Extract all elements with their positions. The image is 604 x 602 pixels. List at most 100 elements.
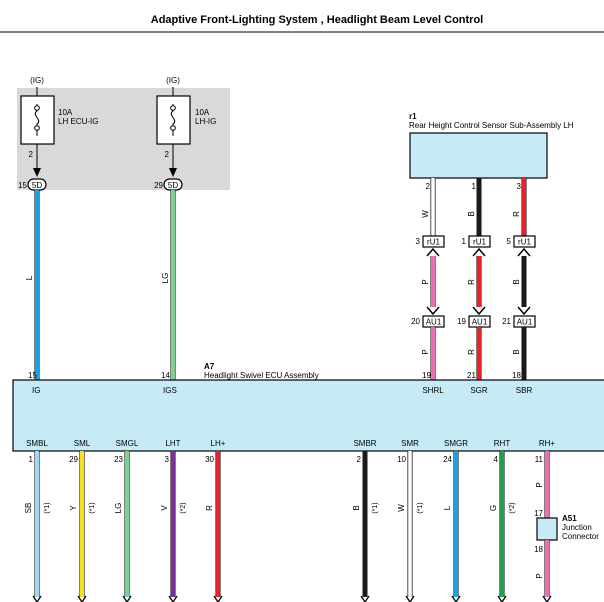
ecu-ref: A7	[204, 362, 215, 371]
sensor-body	[409, 132, 548, 179]
ecu-label-sgr: SGR	[470, 386, 488, 395]
conn-ru1-pin-3: 3	[416, 237, 421, 246]
wire-g-color: G	[489, 505, 498, 511]
ecu-label-shrl: SHRL	[422, 386, 444, 395]
fuse2-junction-pin: 29	[154, 181, 163, 190]
pin-smgr: 24	[443, 455, 452, 464]
ecu-label-lh-plus: LH+	[211, 439, 226, 448]
ecu-pin-15: 15	[28, 371, 37, 380]
note-rht: (*2)	[509, 502, 516, 513]
sensor-wire-shrl: 2 W 3 rU1 P 20 AU1 P	[411, 178, 445, 380]
wire-r-color-lower: R	[467, 349, 476, 355]
svg-text:5D: 5D	[168, 181, 178, 190]
ecu-label-smbr: SMBR	[353, 439, 376, 448]
wire-l-color-bottom: L	[443, 505, 452, 510]
ecu-label-lht: LHT	[165, 439, 180, 448]
wire-rh-plus: 11 P 17 A51 Junction Connector 18 P	[534, 451, 599, 602]
junction-connector-a51	[536, 517, 558, 541]
fuse-icon	[170, 104, 176, 136]
fuse1-pin: 2	[29, 150, 34, 159]
wire-l-color: L	[25, 275, 34, 280]
wire-b-color-mid: B	[512, 279, 521, 284]
wire-l: L	[25, 190, 40, 380]
ecu-label-smr: SMR	[401, 439, 419, 448]
pin-smr: 10	[397, 455, 406, 464]
fuse-icon	[34, 104, 40, 136]
arrow-down-icon	[542, 595, 552, 602]
svg-text:5D: 5D	[32, 181, 42, 190]
junction-name-line2: Connector	[562, 532, 599, 541]
pin-smgl: 23	[114, 455, 123, 464]
ecu-pin-14: 14	[161, 371, 170, 380]
arrow-down-icon	[497, 595, 507, 602]
sensor-name: Rear Height Control Sensor Sub-Assembly …	[409, 121, 574, 130]
wire-b-color-lower: B	[512, 349, 521, 354]
ecu-pin-18: 18	[512, 371, 521, 380]
conn-ru1-pin-5: 5	[507, 237, 512, 246]
wire-p-color-rh: P	[535, 482, 544, 487]
arrow-down-icon	[32, 595, 42, 602]
note-smr: (*1)	[417, 502, 424, 513]
sensor-ref: r1	[409, 112, 417, 121]
conn-ru1: rU1	[427, 238, 440, 247]
fuse-lh-ig: (IG) 10A LH-IG 2 29 5D	[154, 76, 216, 191]
junction-name-line1: Junction	[562, 523, 592, 532]
arrow-down-icon	[360, 595, 370, 602]
wire-p-color-out: P	[535, 573, 544, 578]
wire-v-color: V	[160, 505, 169, 511]
ecu-label-rht: RHT	[494, 439, 511, 448]
rear-height-sensor: r1 Rear Height Control Sensor Sub-Assemb…	[409, 112, 574, 179]
wire-b-color: B	[467, 211, 476, 216]
conn-ru1-pin-1: 1	[462, 237, 467, 246]
conn-au1-pin-19: 19	[457, 317, 466, 326]
wire-r-color: R	[467, 279, 476, 285]
conn-au1: AU1	[517, 318, 533, 327]
arrow-down-icon	[405, 595, 415, 602]
pin-lht: 3	[165, 455, 170, 464]
wire-b-color-bottom: B	[352, 505, 361, 510]
note-smbl: (*1)	[44, 502, 51, 513]
note-sml: (*1)	[89, 502, 96, 513]
fuse1-rating: 10A	[58, 108, 73, 117]
fuse2-supply: (IG)	[166, 76, 180, 85]
pin-smbl: 1	[29, 455, 34, 464]
ecu-label-sml: SML	[74, 439, 91, 448]
pin-lh-plus: 30	[205, 455, 214, 464]
fuse2-rating: 10A	[195, 108, 210, 117]
wire-y-color: Y	[69, 505, 78, 511]
wire-lg: LG	[161, 190, 176, 380]
fuse1-body	[20, 95, 55, 145]
fuse2-body	[156, 95, 191, 145]
pin-sml: 29	[69, 455, 78, 464]
wire-lg-color: LG	[161, 273, 170, 284]
sensor-pin-2: 2	[426, 182, 431, 191]
note-smbr: (*1)	[372, 502, 379, 513]
fuse1-supply: (IG)	[30, 76, 44, 85]
pin-rh-plus: 11	[535, 455, 544, 464]
sensor-pin-3: 3	[517, 182, 522, 191]
conn-au1: AU1	[426, 318, 442, 327]
conn-au1-pin-21: 21	[502, 317, 511, 326]
wire-sb-color: SB	[24, 503, 33, 514]
wire-w-color: W	[421, 210, 430, 218]
ecu-pin-19: 19	[422, 371, 431, 380]
diagram-title: Adaptive Front-Lighting System , Headlig…	[151, 14, 483, 26]
junction-ref: A51	[562, 514, 577, 523]
conn-au1: AU1	[472, 318, 488, 327]
wire-lg-color-bottom: LG	[114, 503, 123, 514]
junction-pin-18: 18	[534, 545, 543, 554]
arrow-down-icon	[213, 595, 223, 602]
wire-lht: 3 V (*2)	[160, 451, 187, 602]
wire-w-color-bottom: W	[397, 504, 406, 512]
wire-r-color-top: R	[512, 211, 521, 217]
ecu-label-ig: IG	[32, 386, 40, 395]
arrow-down-icon	[168, 595, 178, 602]
wire-lh-plus: 30 R	[205, 451, 223, 602]
arrow-down-icon	[77, 595, 87, 602]
ecu-body	[12, 379, 604, 452]
junction-pin-17: 17	[534, 509, 543, 518]
note-lht: (*2)	[180, 502, 187, 513]
fuse1-name: LH ECU-IG	[58, 117, 98, 126]
